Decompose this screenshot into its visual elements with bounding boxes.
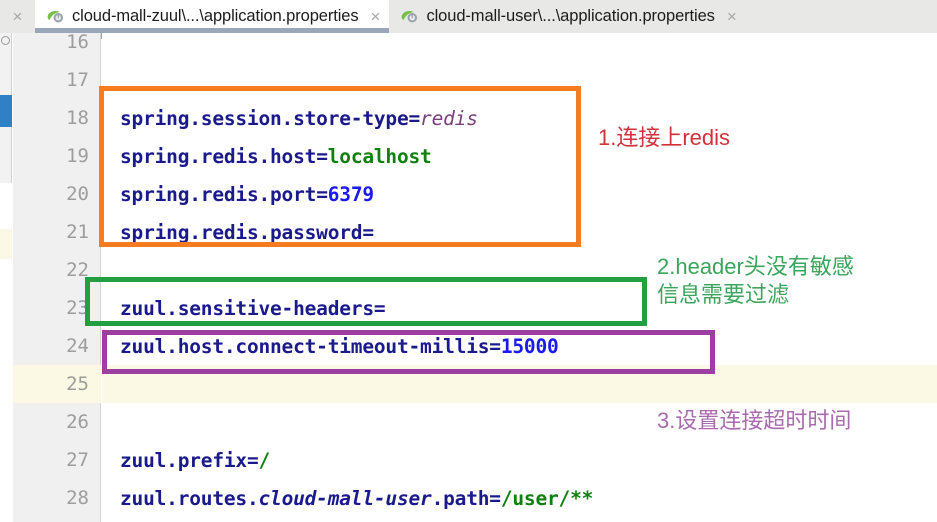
property-key: zuul.prefix xyxy=(120,448,247,472)
annotation-note-2: 2.header头没有敏感 信息需要过滤 xyxy=(657,254,854,307)
tab-close-button[interactable]: × xyxy=(727,8,737,25)
property-key-suffix: .path xyxy=(431,486,490,510)
code-line-19[interactable]: spring.redis.host=localhost xyxy=(102,137,937,175)
tab-cloud-mall-zuul[interactable]: cloud-mall-zuul\...\application.properti… xyxy=(35,0,390,33)
line-number: 18 xyxy=(66,107,89,129)
code-line-24[interactable]: zuul.host.connect-timeout-millis=15000 xyxy=(102,327,937,365)
property-value: /user/** xyxy=(500,486,594,510)
code-line-20[interactable]: spring.redis.port=6379 xyxy=(102,175,937,213)
marker-strip-current-region xyxy=(0,229,12,259)
line-number: 24 xyxy=(66,335,89,357)
vcs-changed-lines-marker[interactable] xyxy=(0,95,12,127)
code-line-17[interactable] xyxy=(102,61,937,99)
code-line-21[interactable]: spring.redis.password= xyxy=(102,213,937,251)
property-value: / xyxy=(258,448,271,472)
line-number: 27 xyxy=(66,449,89,471)
tab-cloud-mall-user[interactable]: cloud-mall-user\...\application.properti… xyxy=(389,0,746,33)
tab-close-button[interactable]: × xyxy=(371,8,381,25)
close-icon: × xyxy=(12,7,23,26)
line-number: 23 xyxy=(66,297,89,319)
code-line-28[interactable]: zuul.routes.cloud-mall-user.path=/user/*… xyxy=(102,479,937,517)
line-number: 28 xyxy=(66,487,89,509)
editor-tab-bar: × cloud-mall-zuul\...\application.proper… xyxy=(0,0,937,33)
equals-sign: = xyxy=(316,182,328,206)
vcs-marker-strip[interactable] xyxy=(0,33,12,522)
property-key: zuul.host.connect-timeout-millis xyxy=(120,334,490,358)
property-key: spring.redis.port xyxy=(120,182,317,206)
code-line-27[interactable]: zuul.prefix=/ xyxy=(102,441,937,479)
equals-sign: = xyxy=(489,334,501,358)
equals-sign: = xyxy=(408,106,421,130)
property-value: 6379 xyxy=(327,182,374,206)
property-key-prefix: zuul.routes. xyxy=(120,486,259,510)
line-number: 22 xyxy=(66,259,89,281)
code-line-25[interactable] xyxy=(102,365,937,403)
code-line-18[interactable]: spring.session.store-type=redis xyxy=(102,99,937,137)
equals-sign: = xyxy=(316,144,328,168)
annotation-note-3: 3.设置连接超时时间 xyxy=(657,408,852,433)
line-number: 26 xyxy=(66,411,89,433)
property-key-service: cloud-mall-user xyxy=(258,486,432,510)
breakpoint-circle-icon[interactable] xyxy=(1,36,10,45)
property-value: redis xyxy=(420,106,478,130)
code-line-23[interactable]: zuul.sensitive-headers= xyxy=(102,289,937,327)
equals-sign: = xyxy=(489,486,501,510)
equals-sign: = xyxy=(362,220,374,244)
close-icon: × xyxy=(370,7,381,26)
line-number: 21 xyxy=(66,221,89,243)
line-number: 20 xyxy=(66,183,89,205)
property-key: spring.session.store-type xyxy=(120,106,409,130)
code-line-16[interactable] xyxy=(102,33,937,61)
spring-leaf-icon xyxy=(402,10,418,23)
equals-sign: = xyxy=(246,448,259,472)
annotation-note-1: 1.连接上redis xyxy=(598,125,731,150)
line-number: 25 xyxy=(13,365,101,403)
line-number: 19 xyxy=(66,145,89,167)
property-key: zuul.sensitive-headers xyxy=(120,296,374,320)
tab-label: cloud-mall-zuul\...\application.properti… xyxy=(72,7,359,25)
line-number-gutter: 16 17 18 19 20 21 22 23 24 25 26 27 28 xyxy=(13,33,101,522)
property-value: localhost xyxy=(327,144,432,168)
property-key: spring.redis.host xyxy=(120,144,317,168)
equals-sign: = xyxy=(373,296,386,320)
property-value: 15000 xyxy=(500,334,559,358)
spring-leaf-icon xyxy=(47,10,64,23)
property-key: spring.redis.password xyxy=(120,220,363,244)
tab-bar-close-all-button[interactable]: × xyxy=(0,0,35,33)
line-number: 16 xyxy=(66,33,89,53)
tab-label: cloud-mall-user\...\application.properti… xyxy=(426,7,715,25)
close-icon: × xyxy=(726,7,737,26)
line-number: 17 xyxy=(66,69,89,91)
marker-strip-unmodified-region xyxy=(0,183,12,522)
